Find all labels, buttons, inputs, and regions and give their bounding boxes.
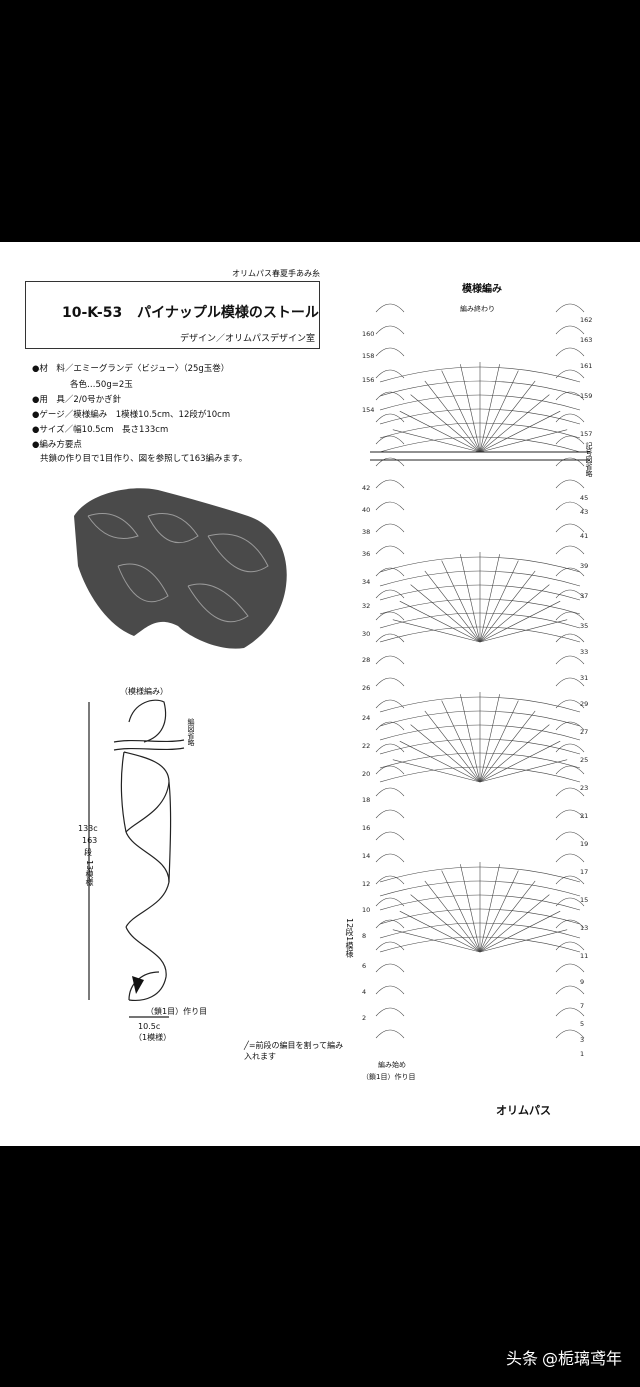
row-number-left: 14 [362, 852, 370, 860]
row-number-right: 37 [580, 592, 588, 600]
row-number-right: 11 [580, 952, 588, 960]
length-row-unit: 段 [84, 848, 92, 857]
row-number-right: 21 [580, 812, 588, 820]
chart-end-label: 編み終わり [460, 305, 495, 313]
start-arrow-icon [132, 976, 144, 994]
row-number-left: 156 [362, 376, 374, 384]
row-number-left: 18 [362, 796, 370, 804]
row-number-right: 29 [580, 700, 588, 708]
row-number-right: 27 [580, 728, 588, 736]
spec-size: ●サイズ／幅10.5cm 長さ133cm [32, 425, 169, 435]
row-number-left: 30 [362, 630, 370, 638]
pattern-page: オリムパス春夏手あみ糸 10-K-53 パイナップル模様のストール デザイン／オ… [0, 242, 640, 1146]
spec-method-text: 共鎖の作り目で1目作り、図を参照して163編みます。 [40, 454, 248, 464]
width-cm: 10.5c [138, 1022, 161, 1031]
row-number-right: 9 [580, 978, 584, 986]
row-number-left: 28 [362, 656, 370, 664]
row-number-left: 22 [362, 742, 370, 750]
spec-color: 各色…50g=2玉 [70, 380, 133, 390]
row-number-right: 163 [580, 336, 592, 344]
row-number-right: 161 [580, 362, 592, 370]
row-number-right: 1 [580, 1050, 584, 1058]
row-number-right: 43 [580, 508, 588, 516]
spec-gauge: ●ゲージ／模様編み 1模様10.5cm、12段が10cm [32, 410, 231, 420]
row-number-right: 15 [580, 896, 588, 904]
chart-start-label: 編み始め [378, 1061, 406, 1069]
spec-tools: ●用 具／2/0号かぎ針 [32, 395, 122, 405]
row-number-right: 35 [580, 622, 588, 630]
row-number-left: 36 [362, 550, 370, 558]
schematic-omitted: 編図省略 [187, 718, 195, 746]
row-number-right: 157 [580, 430, 592, 438]
schematic-label: （模様編み） [120, 687, 168, 696]
spec-material: ●材 料／エミーグランデ〈ビジュー〉（25g玉巻） [32, 364, 230, 374]
pattern-name: パイナップル模様のストール [137, 305, 319, 321]
row-number-left: 32 [362, 602, 370, 610]
length-rows: 163 [82, 836, 98, 845]
split-stitch-icon: ╱ [244, 1041, 249, 1050]
title-box: 10-K-53 パイナップル模様のストール デザイン／オリムパスデザイン室 [25, 281, 320, 349]
row-number-left: 12 [362, 880, 370, 888]
schematic-start: （鎖1目）作り目 [146, 1007, 208, 1016]
row-number-left: 24 [362, 714, 370, 722]
designer-credit: デザイン／オリムパスデザイン室 [179, 334, 315, 344]
watermark-handle: @栀璃鸢年 [541, 1349, 622, 1368]
length-cm: 133c [78, 824, 98, 833]
row-number-right: 17 [580, 868, 588, 876]
row-number-left: 16 [362, 824, 370, 832]
row-number-left: 38 [362, 528, 370, 536]
row-number-right: 162 [580, 316, 592, 324]
width-pattern: （1模様） [134, 1033, 172, 1042]
row-number-right: 39 [580, 562, 588, 570]
row-number-right: 19 [580, 840, 588, 848]
row-number-right: 25 [580, 756, 588, 764]
row-number-right: 45 [580, 494, 588, 502]
split-stitch-note: ╱=前段の編目を割って編み入れます [244, 1041, 344, 1061]
chart-title: 模様編み [462, 284, 502, 295]
row-number-right: 159 [580, 392, 592, 400]
row-number-left: 40 [362, 506, 370, 514]
chart-start-sub: （鎖1目）作り目 [362, 1073, 416, 1081]
row-number-left: 158 [362, 352, 374, 360]
row-number-right: 5 [580, 1020, 584, 1028]
row-number-right: 31 [580, 674, 588, 682]
scarf-schematic [88, 699, 185, 1018]
row-number-right: 13 [580, 924, 588, 932]
row-number-right: 33 [580, 648, 588, 656]
row-number-left: 20 [362, 770, 370, 778]
row-number-left: 26 [362, 684, 370, 692]
scarf-photo [68, 476, 292, 664]
crochet-chart: 1601581561544240383634323028262422201816… [362, 303, 592, 1058]
row-number-left: 42 [362, 484, 370, 492]
watermark: 头条@栀璃鸢年 [506, 1345, 622, 1369]
yarn-source-label: オリムパス春夏手あみ糸 [232, 269, 320, 278]
chart-repeat: 12段1模様 [345, 918, 354, 958]
chart-omitted: 記号図省略 [585, 442, 593, 477]
row-number-left: 160 [362, 330, 374, 338]
watermark-prefix: 头条 [505, 1349, 538, 1368]
row-number-right: 7 [580, 1002, 584, 1010]
row-number-right: 23 [580, 784, 588, 792]
row-number-left: 154 [362, 406, 374, 414]
row-number-left: 4 [362, 988, 366, 996]
spec-method-heading: ●編み方要点 [32, 440, 82, 450]
row-number-right: 41 [580, 532, 588, 540]
row-number-left: 6 [362, 962, 366, 970]
pattern-code: 10-K-53 [62, 305, 123, 321]
publisher-logo: オリムパス [496, 1104, 551, 1117]
row-number-left: 34 [362, 578, 370, 586]
row-number-left: 10 [362, 906, 370, 914]
row-number-right: 3 [580, 1036, 584, 1044]
row-number-left: 2 [362, 1014, 366, 1022]
row-number-left: 8 [362, 932, 366, 940]
length-patterns: 13模様 [85, 860, 94, 887]
